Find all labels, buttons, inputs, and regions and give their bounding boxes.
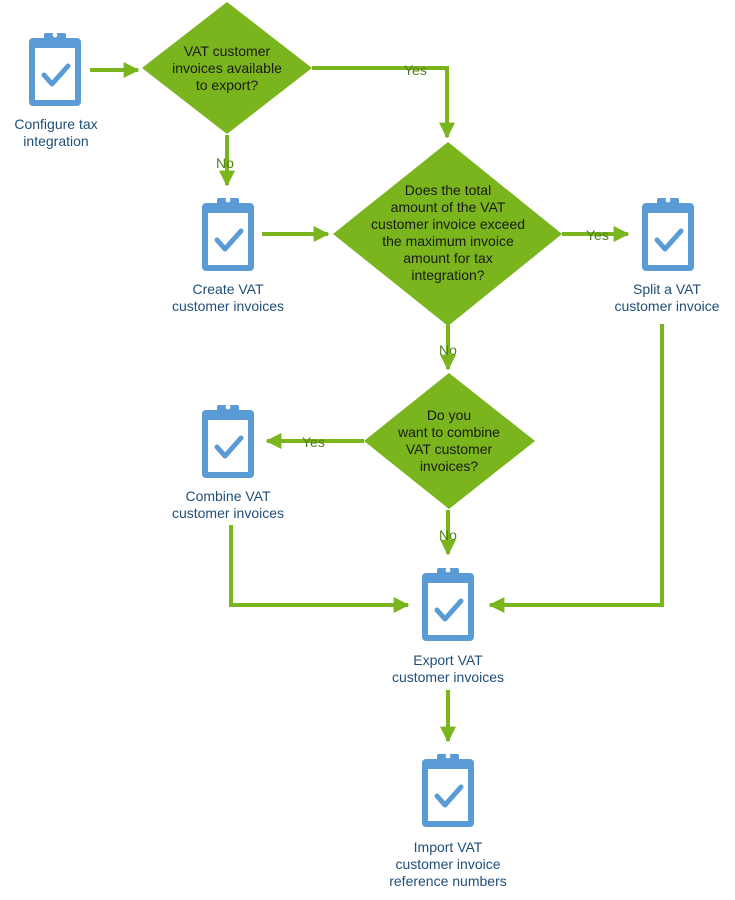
configure-label: Configure tax integration <box>14 116 98 149</box>
decision-available-diamond <box>142 2 312 134</box>
decision-combine-label: Do you want to combine VAT customer invo… <box>398 407 500 474</box>
combine-label: Combine VAT customer invoices <box>171 488 285 521</box>
exceed-no-label: No <box>439 342 457 358</box>
exceed-yes-label: Yes <box>586 227 609 243</box>
split-clipboard-icon <box>642 198 694 271</box>
decision-available-label: VAT customer invoices available to expor… <box>172 43 282 93</box>
create-clipboard-icon <box>202 198 254 271</box>
export-clipboard-icon <box>422 568 474 641</box>
decision-combine-diamond <box>364 373 535 509</box>
edge-available-yes <box>312 66 455 139</box>
combine-no-label: No <box>439 527 457 543</box>
available-yes-label: Yes <box>404 62 427 78</box>
export-label: Export VAT customer invoices <box>391 652 505 685</box>
import-clipboard-icon <box>422 754 474 827</box>
combine-yes-label: Yes <box>302 434 325 450</box>
create-label: Create VAT customer invoices <box>171 281 285 314</box>
configure-clipboard-icon <box>29 33 81 106</box>
decision-exceed-diamond <box>333 142 562 326</box>
edge-split-to-export <box>488 324 664 613</box>
split-label: Split a VAT customer invoice <box>614 281 720 314</box>
edge-combine-to-export <box>229 525 410 613</box>
decision-exceed-label: Does the total amount of the VAT custome… <box>370 182 526 283</box>
available-no-label: No <box>216 155 234 171</box>
combine-clipboard-icon <box>202 405 254 478</box>
import-label: Import VAT customer invoice reference nu… <box>389 839 507 889</box>
